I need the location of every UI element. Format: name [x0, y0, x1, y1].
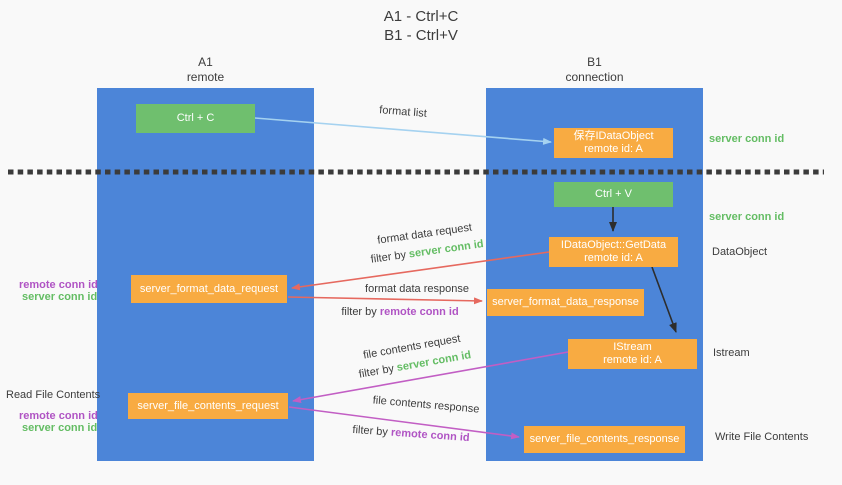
node-save-idataobject: 保存IDataObject remote id: A: [554, 128, 673, 158]
column-header-a1: A1 remote: [97, 55, 314, 85]
node-format-data-request-label: server_format_data_request: [139, 282, 279, 295]
format-data-response-filter-label: filter by remote conn id: [340, 306, 460, 319]
right-server-conn-id-label-2: server conn id: [709, 211, 785, 223]
node-getdata-line1: IDataObject::GetData: [560, 239, 667, 251]
node-file-contents-request-label: server_file_contents_request: [137, 399, 279, 412]
filter-by-text: filter by: [352, 423, 389, 439]
title-line-1: A1 - Ctrl+C: [383, 8, 459, 25]
left-server-conn-id-label-2: server conn id: [22, 422, 98, 434]
filter-by-text: filter by: [341, 306, 377, 318]
write-file-contents-label: Write File Contents: [715, 431, 809, 443]
format-list-arrow: [254, 117, 552, 145]
node-save-idataobject-line1: 保存IDataObject: [573, 130, 654, 142]
file-contents-response-arrow: [288, 406, 520, 440]
node-ctrl-c: Ctrl + C: [136, 104, 255, 133]
node-format-data-response-label: server_format_data_response: [492, 296, 639, 308]
node-getdata-line2: remote id: A: [584, 252, 643, 264]
node-ctrl-v: Ctrl + V: [554, 182, 673, 207]
format-data-response-label: format data response: [365, 283, 469, 295]
node-istream-line2: remote id: A: [603, 354, 662, 366]
node-server-format-data-response: server_format_data_response: [487, 289, 644, 316]
node-server-file-contents-request: server_file_contents_request: [128, 393, 288, 419]
left-server-conn-id-label: server conn id: [22, 291, 98, 303]
dataobject-label: DataObject: [712, 246, 768, 258]
format-data-request-arrow: [291, 251, 550, 291]
column-a1-subtitle: remote: [186, 70, 225, 84]
node-server-format-data-request: server_format_data_request: [131, 275, 287, 303]
format-data-response-arrow: [287, 296, 483, 305]
node-file-contents-response-label: server_file_contents_response: [529, 433, 680, 445]
file-contents-request-arrow: [292, 351, 569, 404]
remote-conn-id-text: remote conn id: [379, 306, 459, 318]
column-header-b1: B1 connection: [486, 55, 703, 85]
istream-side-label: Istream: [713, 347, 750, 359]
column-b1-name: B1: [587, 55, 602, 69]
left-remote-conn-id-label: remote conn id: [19, 279, 98, 291]
node-idataobject-getdata: IDataObject::GetData remote id: A: [549, 237, 678, 267]
read-file-contents-label: Read File Contents: [6, 389, 101, 401]
column-b1-subtitle: connection: [565, 70, 624, 84]
node-ctrl-v-label: Ctrl + V: [595, 188, 632, 200]
node-istream-line1: IStream: [613, 341, 652, 353]
node-ctrl-c-label: Ctrl + C: [176, 112, 215, 124]
right-server-conn-id-label-1: server conn id: [709, 133, 785, 145]
node-save-idataobject-line2: remote id: A: [584, 143, 643, 155]
left-remote-conn-id-label-2: remote conn id: [19, 410, 98, 422]
title-line-2: B1 - Ctrl+V: [384, 27, 458, 44]
node-server-file-contents-response: server_file_contents_response: [524, 426, 685, 453]
diagram-title: A1 - Ctrl+C B1 - Ctrl+V: [0, 7, 842, 45]
getdata-to-istream-arrow: [651, 266, 677, 333]
node-istream: IStream remote id: A: [568, 339, 697, 369]
column-a1-name: A1: [198, 55, 213, 69]
